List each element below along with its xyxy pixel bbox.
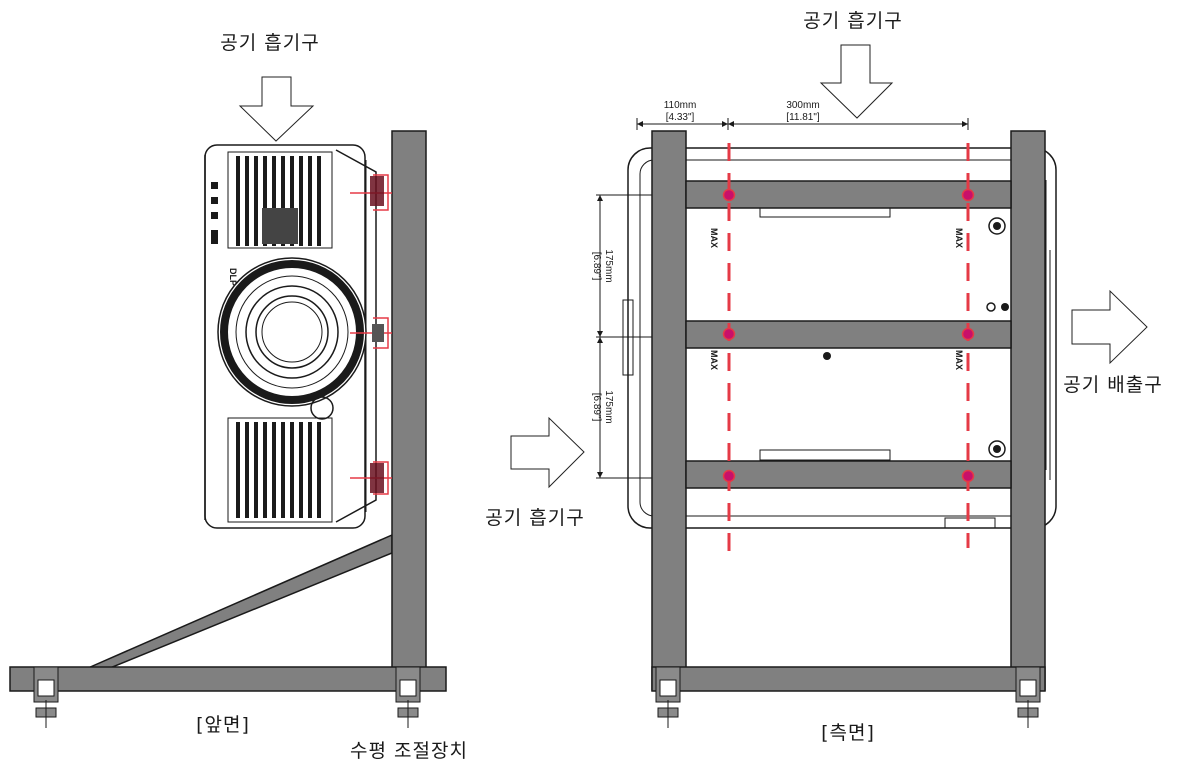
side-air-intake-left-label: 공기 흡기구 xyxy=(485,507,584,529)
side-leveler-right xyxy=(1015,666,1041,728)
side-crossbar-top xyxy=(685,180,1012,209)
lens xyxy=(217,257,367,407)
side-base-beam xyxy=(651,666,1046,692)
side-crossbar-middle xyxy=(685,320,1012,349)
air-exhaust-label: 공기 배출구 xyxy=(1063,374,1162,396)
front-air-intake-label: 공기 흡기구 xyxy=(220,32,319,54)
projector-front: DLP xyxy=(204,144,392,529)
mount-point xyxy=(961,327,975,341)
side-right-upright xyxy=(1010,130,1046,691)
mount-point xyxy=(722,469,736,483)
arrow-right-icon xyxy=(1071,289,1148,365)
mount-point xyxy=(961,469,975,483)
dim-4-33in: [4.33"] xyxy=(666,112,695,123)
dim-6-89in: [6.89"] xyxy=(591,393,602,422)
mount-point xyxy=(961,188,975,202)
side-crossbar-bottom xyxy=(685,460,1012,489)
top-vent-grille xyxy=(227,151,333,249)
arrow-down-icon xyxy=(238,76,315,142)
arrow-down-icon xyxy=(819,44,894,119)
dim-11-81in: [11.81"] xyxy=(786,112,820,123)
leveler-label: 수평 조절장치 xyxy=(350,740,468,762)
bottom-vent-grille xyxy=(227,417,333,523)
front-vertical-column xyxy=(391,130,427,691)
max-marking: MAX xyxy=(954,350,964,370)
side-left-upright xyxy=(651,130,687,691)
dim-6-89in: [6.89"] xyxy=(591,252,602,281)
side-view: 공기 흡기구 110mm [4.33"] 300mm [11.81"] xyxy=(485,10,1162,744)
dim-110mm: 110mm xyxy=(664,100,697,111)
max-marking: MAX xyxy=(709,350,719,370)
front-leveler-left xyxy=(33,666,59,728)
front-view: 공기 흡기구 xyxy=(9,32,468,762)
vertical-dimension-lines xyxy=(596,194,652,479)
front-view-caption: [앞면] xyxy=(196,714,250,736)
horizontal-dimension-lines xyxy=(636,118,969,130)
dim-175mm: 175mm xyxy=(603,249,614,282)
max-marking: MAX xyxy=(709,228,719,248)
front-leveler-right xyxy=(395,666,421,728)
mount-point xyxy=(722,327,736,341)
dlp-logo: DLP xyxy=(228,268,238,286)
dim-300mm: 300mm xyxy=(786,100,819,111)
max-marking: MAX xyxy=(954,228,964,248)
ir-sensor xyxy=(310,396,334,420)
arrow-right-icon xyxy=(510,416,585,489)
front-mount-brackets xyxy=(350,174,392,495)
side-leveler-left xyxy=(655,666,681,728)
side-air-intake-top-label: 공기 흡기구 xyxy=(803,10,902,32)
dim-175mm: 175mm xyxy=(603,390,614,423)
side-view-caption: [측면] xyxy=(821,722,875,744)
mount-point xyxy=(722,188,736,202)
front-diagonal-brace xyxy=(87,533,393,669)
front-base-beam xyxy=(9,666,447,692)
